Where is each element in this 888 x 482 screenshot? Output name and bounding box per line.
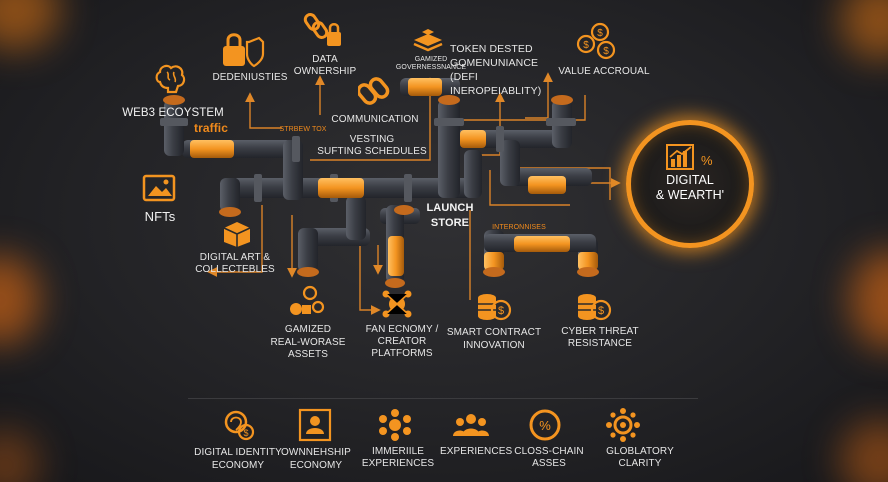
bottom-label-immersive: IMMERIILE EXPERIENCES <box>361 446 435 469</box>
link-lock-icon <box>303 13 341 46</box>
fan-economy-label: FAN ECNOMY / CREATOR PLATFORMS <box>365 324 439 359</box>
gamized-realworld-label: GAMIZED REAL-WORASE ASSETS <box>270 324 346 360</box>
digital-art-label: DIGITAL ART & COLLECTEBLES <box>195 252 275 275</box>
bottom-label-ownership: OWNNEHSHIP ECONOMY <box>281 447 351 471</box>
svg-text:$: $ <box>243 428 248 438</box>
value-accrual-label: VALUE ACCROUAL <box>558 66 650 77</box>
cyber-threat-label: CYBER THREAT RESISTANCE <box>561 326 639 349</box>
chain-link-icon <box>358 77 390 105</box>
svg-text:$: $ <box>603 46 609 57</box>
token-dested-label: TOKEN DESTED GOMENUNIANCE (DEFI INEROPEI… <box>450 43 542 97</box>
brain-icon <box>155 64 186 94</box>
digital-identity-icon: $ <box>224 410 255 441</box>
cross-chain-icon: % <box>529 409 561 441</box>
pipes-orange <box>190 78 598 276</box>
growth-chart-icon: % <box>666 144 713 170</box>
gamized-governessnance-label: GAMIZED GOVERNESSNANCE <box>395 56 467 71</box>
svg-text:$: $ <box>583 40 589 51</box>
smart-contract-label: SMART CONTRACT INNOVATION <box>446 327 542 351</box>
package-box-icon <box>223 222 251 247</box>
svg-text:$: $ <box>597 28 603 39</box>
web3-ecosystem-label: WEB3 ECOYSTEM <box>122 107 224 119</box>
communication-label: COMMUNICATION <box>331 114 419 125</box>
svg-text:$: $ <box>598 305 604 317</box>
bottom-label-experiences: EXPERIENCES <box>440 446 513 457</box>
pipe-caps <box>163 95 599 288</box>
vesting-label: VESTING SUFTING SCHEDULES <box>317 134 427 157</box>
bottom-label-digital-identity: DIGITAL IDENTITY ECONOMY <box>194 447 282 471</box>
digital-wealth-label: DIGITAL & WEARTH' <box>655 173 725 202</box>
svg-text:%: % <box>701 153 713 168</box>
dedeniusties-label: DEDENIUSTIES <box>212 72 288 83</box>
data-ownership-label: DATA OWNERSHIP <box>293 54 357 77</box>
coin-stack-icon-1: $ <box>478 294 512 321</box>
nfts-label: NFTs <box>144 209 176 224</box>
coins-icon: $ $ $ <box>576 22 616 60</box>
global-clarity-icon <box>606 408 640 442</box>
stack-blocks-icon <box>413 29 443 52</box>
divider <box>188 398 698 399</box>
bottom-label-cross-chain: CLOSS-CHAIN ASSES <box>514 446 584 469</box>
image-frame-icon <box>142 174 176 202</box>
launch-store-label: LAUNCH STORE <box>426 202 474 229</box>
bottom-label-global-clarity: GLOBLATORY CLARITY <box>606 446 674 469</box>
strbew-tox-label: STRBEW TOX <box>279 126 327 133</box>
experiences-icon <box>453 414 489 436</box>
coin-stack-icon-2: $ <box>578 294 612 321</box>
traffic-label: traffic <box>193 121 229 135</box>
svg-text:$: $ <box>498 305 504 317</box>
svg-text:%: % <box>539 418 551 433</box>
creator-hub-icon <box>382 290 412 318</box>
immersive-icon <box>379 409 411 441</box>
lock-shield-icon <box>223 33 265 68</box>
token-network-icon <box>290 285 325 315</box>
digital-wealth-orb: % DIGITAL & WEARTH' <box>626 120 754 248</box>
interonnises-label: INTERONNISES <box>492 224 546 231</box>
ownership-icon <box>298 408 332 442</box>
